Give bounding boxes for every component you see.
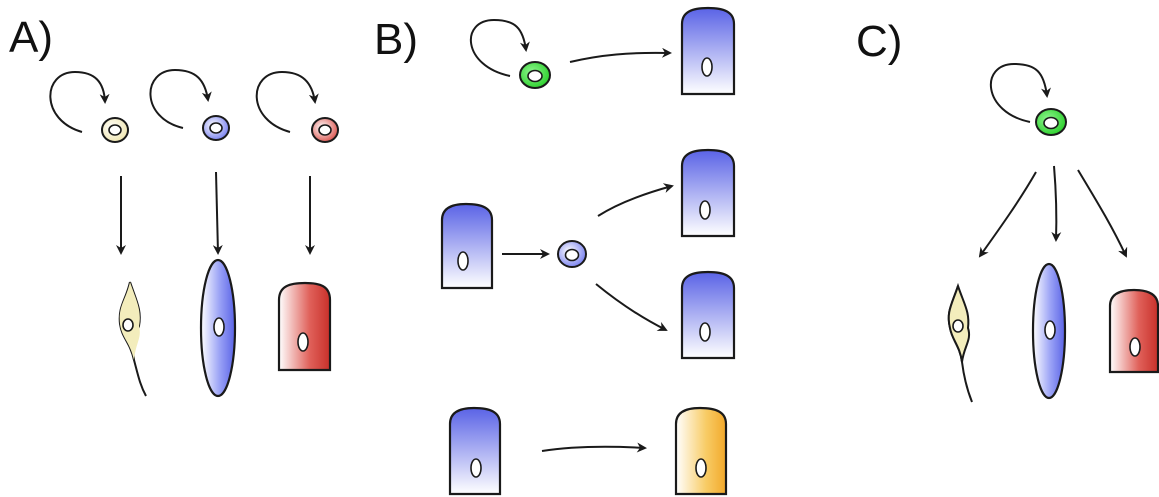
differentiation-arrow	[212, 171, 223, 255]
self-renewal-arrow	[49, 70, 110, 133]
panel-b-label: B)	[374, 15, 418, 64]
elongated-cell-blue	[1031, 262, 1067, 400]
differentiation-arrow	[1077, 169, 1128, 258]
differentiation-arrow	[1051, 165, 1062, 242]
differentiation-arrow	[569, 47, 672, 63]
spindle-cell-cream	[118, 281, 147, 397]
spindle-cell-cream	[947, 282, 973, 403]
panel-c-label: C)	[856, 17, 903, 66]
progenitor-cell-blue	[557, 240, 587, 268]
panel-a	[49, 68, 339, 398]
columnar-cell-blue	[680, 270, 736, 360]
elongated-cell-blue	[199, 258, 237, 398]
self-renewal-arrow	[989, 62, 1051, 123]
transdifferentiation-arrow	[541, 442, 647, 453]
panel-c	[947, 62, 1159, 403]
columnar-cell-red	[1108, 288, 1159, 374]
columnar-cell-blue	[440, 202, 494, 290]
self-renewal-arrow	[255, 70, 319, 133]
differentiation-arrow	[595, 283, 668, 331]
differentiation-arrow	[978, 171, 1037, 258]
columnar-cell-blue	[448, 406, 502, 496]
columnar-cell-blue	[680, 148, 736, 238]
columnar-cell-blue	[680, 6, 736, 96]
self-renewal-arrow	[469, 18, 530, 77]
stem-cell-green	[519, 61, 551, 89]
stem-cell-green	[1035, 108, 1067, 136]
panel-b	[440, 6, 736, 496]
panel-a-label: A)	[9, 13, 53, 62]
progenitor-cell-cream	[101, 117, 129, 143]
progenitor-cell-blue	[202, 115, 230, 141]
self-renewal-arrow	[149, 68, 212, 129]
progenitor-cell-red	[311, 117, 339, 143]
columnar-cell-red	[277, 281, 332, 372]
differentiation-arrow	[597, 183, 674, 217]
columnar-cell-orange	[674, 406, 728, 496]
